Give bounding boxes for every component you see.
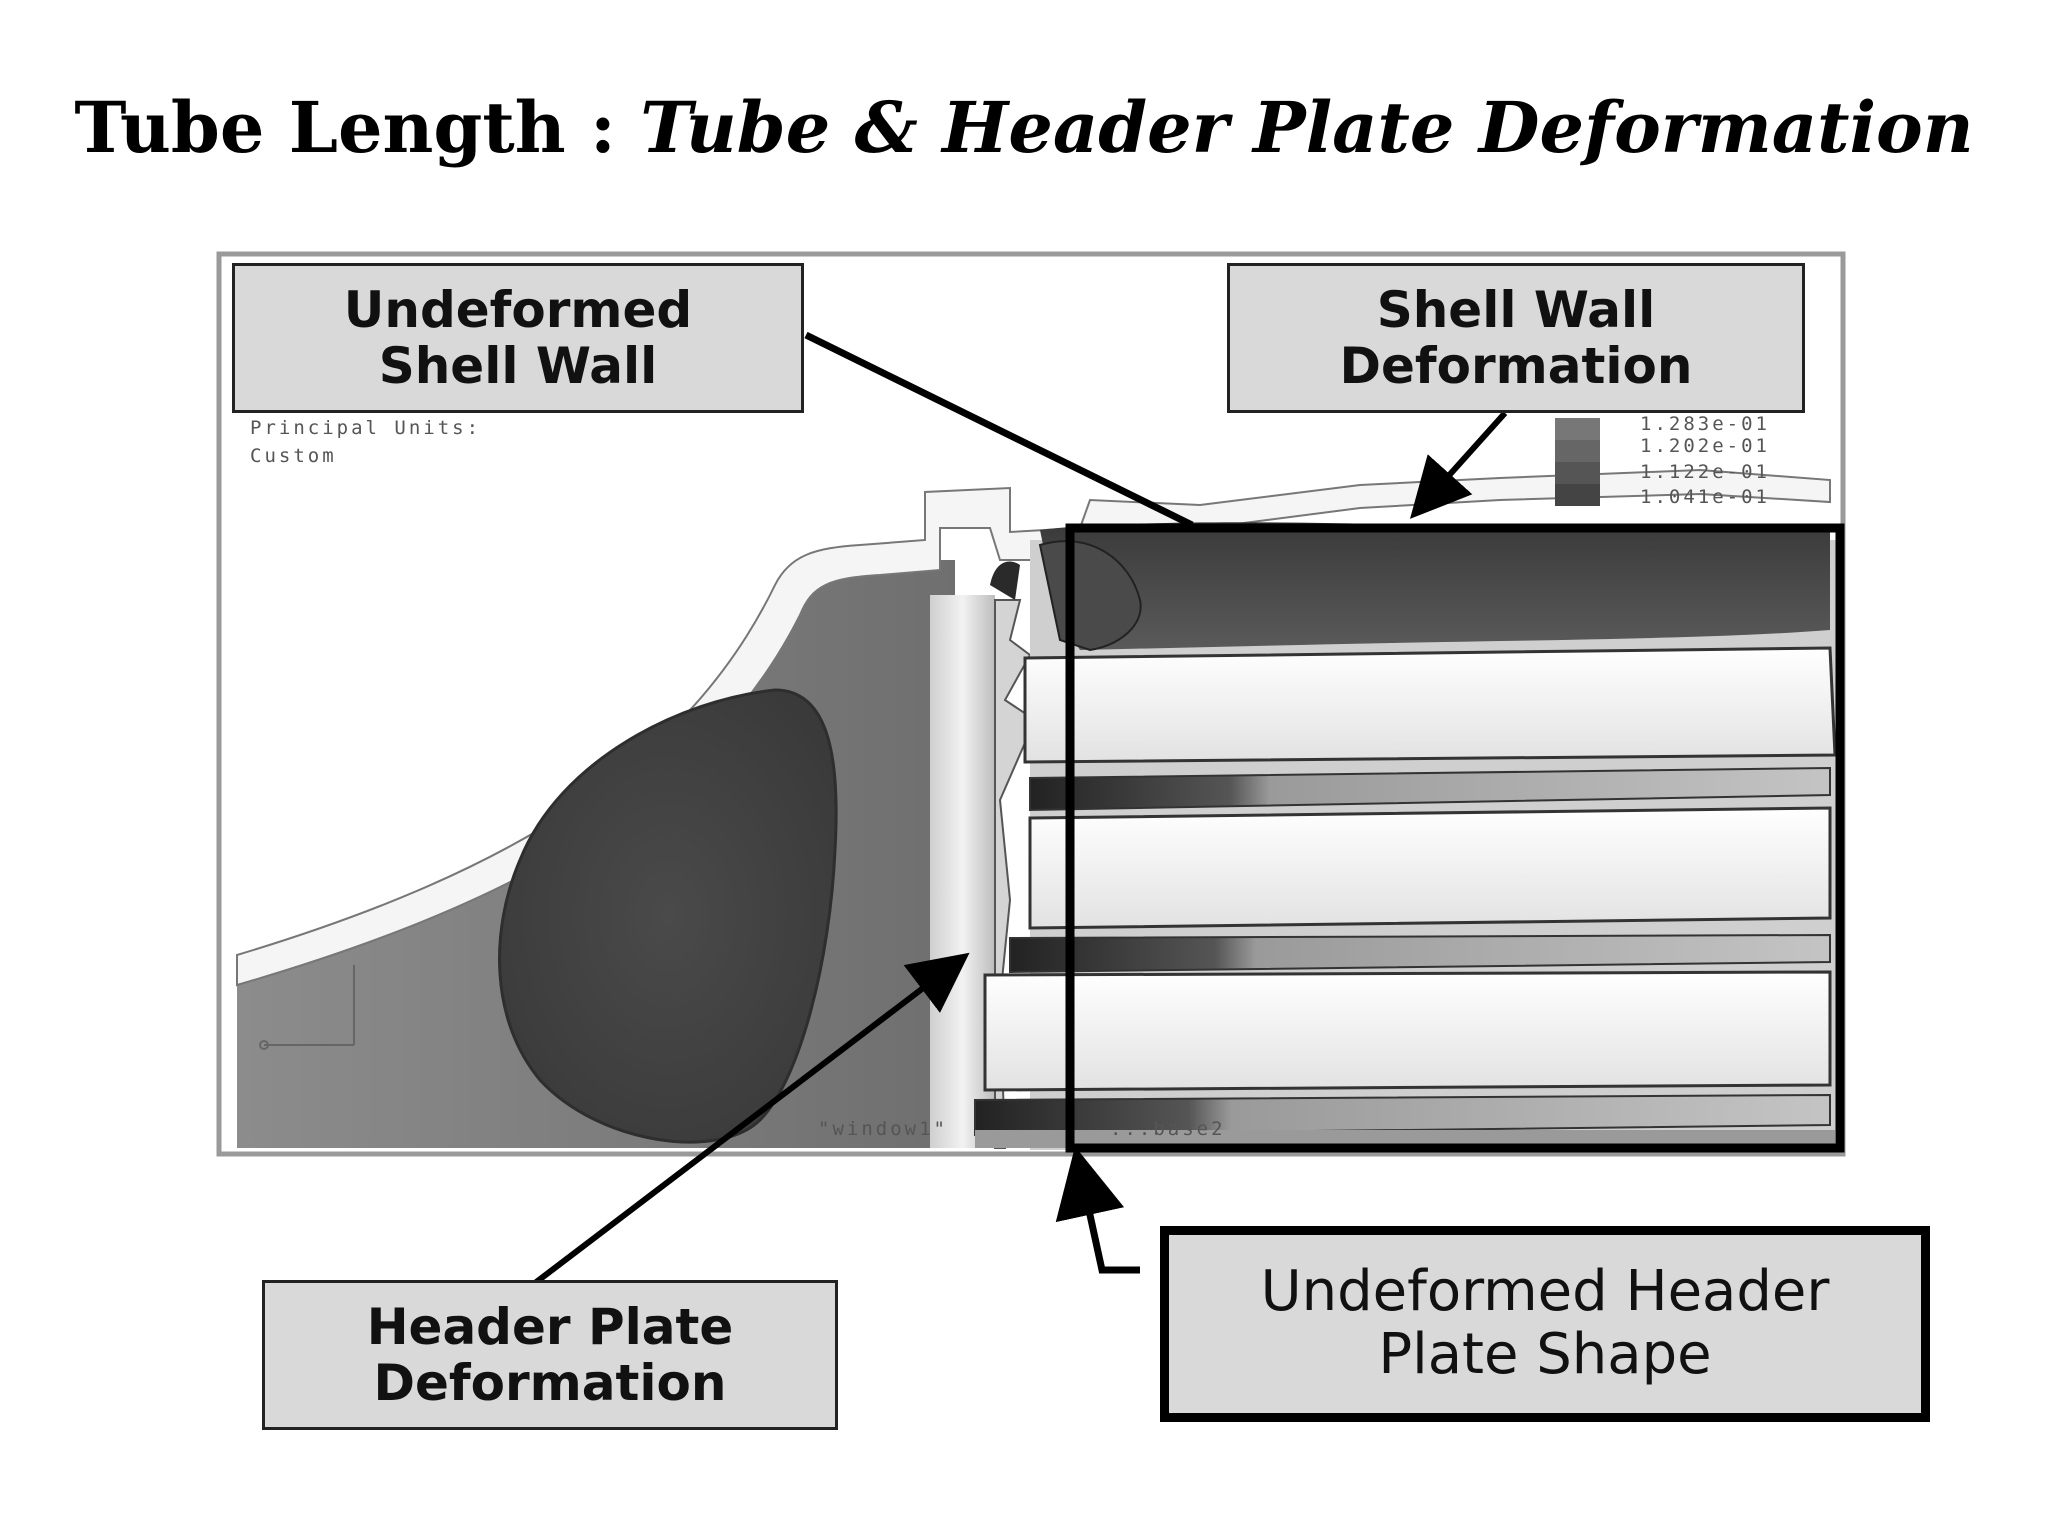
callout-header-plate-deformation-line1: Header Plate [366, 1298, 734, 1356]
legend-value-3: 1.122e-01 [1640, 461, 1770, 483]
legend-value-2: 1.202e-01 [1640, 435, 1770, 457]
undeformed-header-plate-outline [1065, 523, 1845, 1153]
legend-swatch-4 [1555, 484, 1600, 506]
arrow-shell-wall-deformation [1409, 410, 1508, 519]
callout-shell-wall-deformation-line2: Deformation [1339, 337, 1693, 395]
callout-undeformed-header-plate-shape-line2: Plate Shape [1378, 1322, 1712, 1387]
callout-undeformed-shell-wall-line2: Shell Wall [378, 337, 658, 395]
slide-title: Tube Length : Tube & Header Plate Deform… [0, 86, 2048, 169]
arrow-header-plate-deformation [533, 952, 970, 1286]
arrow-undeformed-shell-wall [804, 331, 1194, 529]
callout-undeformed-shell-wall: Undeformed Shell Wall [232, 263, 804, 413]
arrow-undeformed-header-plate [1055, 1146, 1140, 1274]
legend-value-1: 1.283e-01 [1640, 413, 1770, 435]
footer-window-label: "window1" [818, 1118, 948, 1140]
tube-2 [1028, 806, 1832, 930]
footer-base-label: ...base2 [1110, 1118, 1226, 1140]
callout-undeformed-shell-wall-line1: Undeformed [343, 281, 693, 339]
tube-3 [983, 970, 1832, 1092]
callout-shell-wall-deformation-line1: Shell Wall [1376, 281, 1656, 339]
legend-value-4: 1.041e-01 [1640, 486, 1770, 508]
callout-header-plate-deformation-line2: Deformation [373, 1354, 727, 1412]
callout-undeformed-header-plate-shape: Undeformed Header Plate Shape [1160, 1226, 1930, 1422]
legend-swatch-2 [1555, 440, 1600, 462]
legend-swatch-3 [1555, 462, 1600, 484]
callout-header-plate-deformation: Header Plate Deformation [262, 1280, 838, 1430]
tube-gap-strip-1 [1029, 766, 1831, 812]
tube-gap-strip-3 [974, 1093, 1831, 1137]
tube-1 [1023, 646, 1837, 764]
legend-swatch-1 [1555, 418, 1600, 440]
shell-bulge [990, 561, 1020, 600]
units-line-2: Custom [250, 445, 337, 467]
axis-triad [259, 965, 355, 1050]
top-dark-band [1040, 522, 1830, 650]
callout-undeformed-header-plate-shape-line1: Undeformed Header [1260, 1259, 1830, 1325]
title-sub: Tube & Header Plate Deformation [640, 86, 1974, 169]
curled-tube-end [1038, 540, 1142, 652]
callout-shell-wall-deformation: Shell Wall Deformation [1227, 263, 1805, 413]
tube-gap-strip-2 [1009, 933, 1831, 974]
stress-blob [498, 688, 838, 1144]
units-line-1: Principal Units: [250, 417, 481, 439]
title-main: Tube Length : [74, 86, 616, 169]
